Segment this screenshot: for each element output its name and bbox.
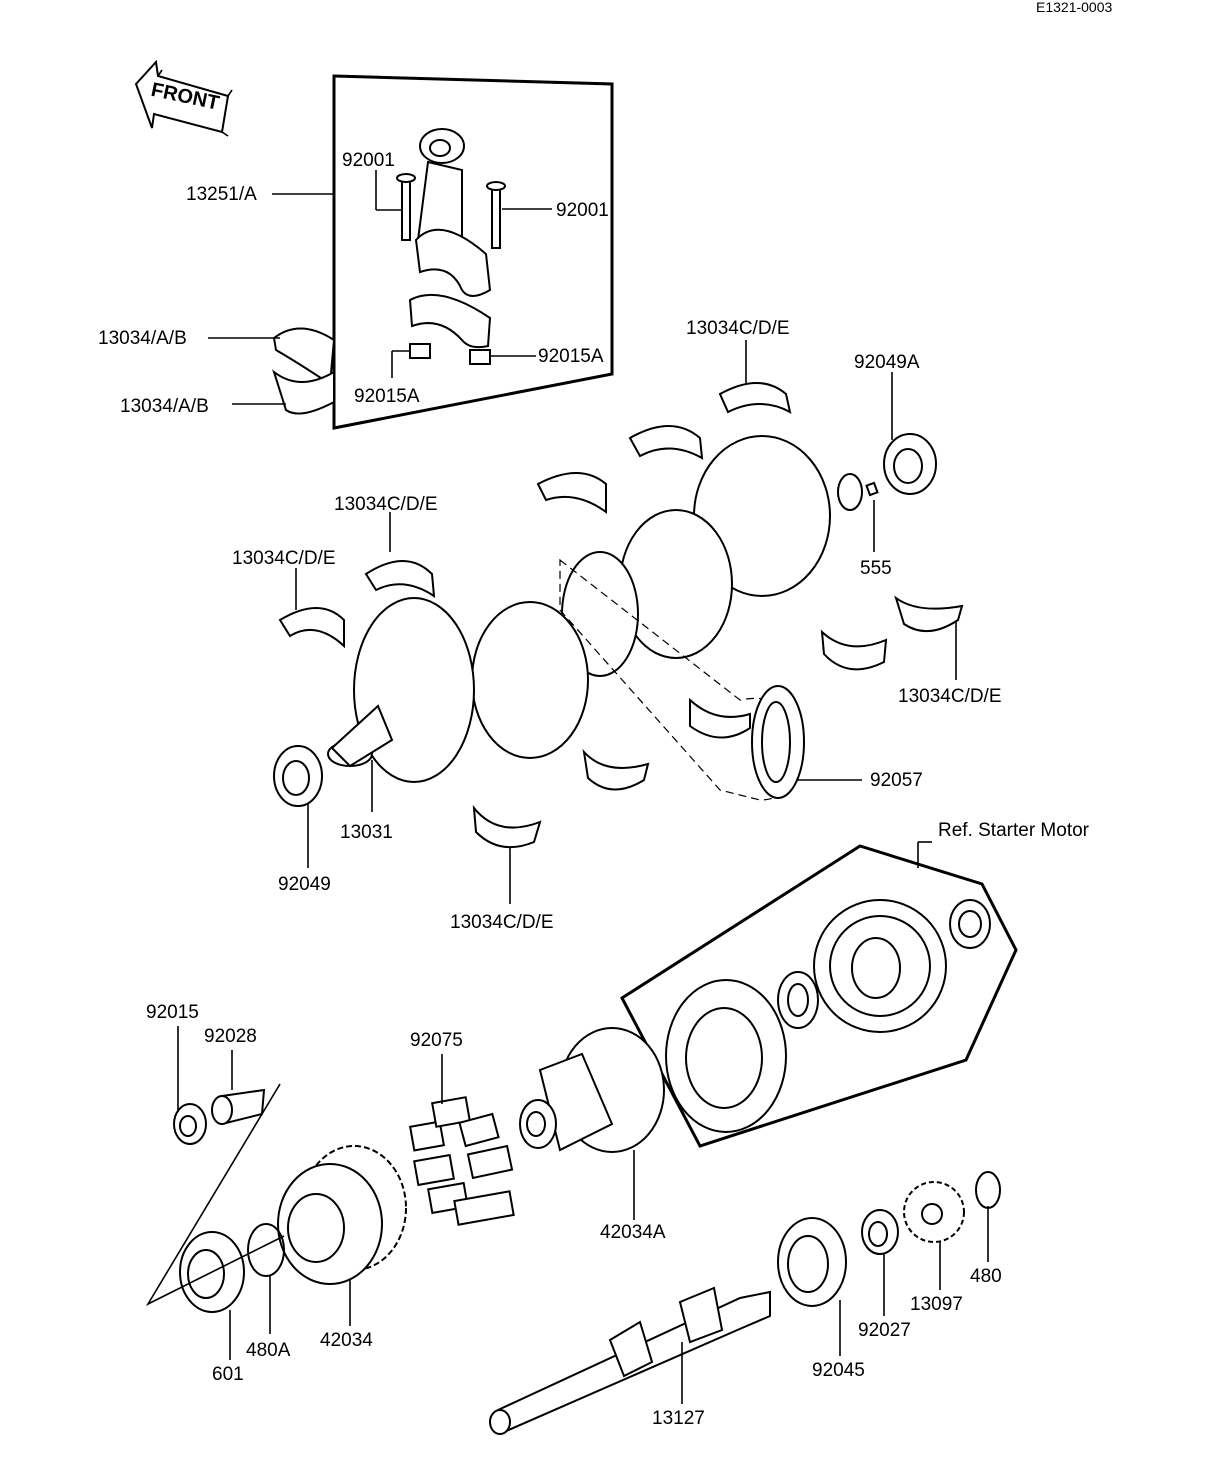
circlip-480 bbox=[975, 1171, 1001, 1209]
label-92049a: 92049A bbox=[854, 352, 920, 373]
shaft-13127 bbox=[489, 1286, 771, 1435]
label-92001-left: 92001 bbox=[342, 150, 395, 171]
part-labels: 13251/A 92001 92001 13034/A/B 13034/A/B … bbox=[98, 150, 1090, 1429]
label-480: 480 bbox=[970, 1266, 1002, 1287]
leader-lines-top bbox=[208, 170, 957, 904]
label-13251: 13251/A bbox=[186, 184, 257, 205]
label-42034a: 42034A bbox=[600, 1222, 666, 1243]
collar-92027 bbox=[861, 1209, 899, 1255]
cam-chain-part bbox=[559, 558, 805, 801]
label-13034ab-2: 13034/A/B bbox=[120, 396, 209, 417]
label-92049: 92049 bbox=[278, 874, 331, 895]
leader-lines-bottom bbox=[177, 841, 989, 1404]
label-13097: 13097 bbox=[910, 1294, 963, 1315]
label-ref-starter-motor: Ref. Starter Motor bbox=[938, 820, 1090, 841]
label-555: 555 bbox=[860, 558, 892, 579]
label-92015a-right: 92015A bbox=[538, 346, 604, 367]
label-92045: 92045 bbox=[812, 1360, 865, 1381]
main-bearing-shells bbox=[278, 382, 964, 849]
label-13034cde-top: 13034C/D/E bbox=[686, 318, 790, 339]
front-arrow-icon bbox=[134, 59, 233, 137]
collar-92028 bbox=[211, 1088, 266, 1126]
connecting-rod-box bbox=[332, 74, 614, 430]
drawing-code: E1321-0003 bbox=[1036, 0, 1113, 15]
label-92015a-left: 92015A bbox=[354, 386, 420, 407]
label-13034ab-1: 13034/A/B bbox=[98, 328, 187, 349]
connecting-rod-part bbox=[408, 128, 492, 349]
label-480a: 480A bbox=[246, 1340, 291, 1361]
label-13031: 13031 bbox=[340, 822, 393, 843]
rod-bearing-shells bbox=[272, 327, 336, 415]
assembly-guide-lines bbox=[145, 1083, 285, 1306]
output-gear-42034 bbox=[277, 1145, 407, 1285]
starter-clutch-parts bbox=[665, 899, 991, 1133]
starter-rollers bbox=[408, 1096, 515, 1226]
label-92028: 92028 bbox=[204, 1026, 257, 1047]
nut-92015 bbox=[173, 1103, 207, 1145]
circlip-480a bbox=[247, 1223, 285, 1277]
label-13034cde-left: 13034C/D/E bbox=[232, 548, 336, 569]
label-601: 601 bbox=[212, 1364, 244, 1385]
label-92057: 92057 bbox=[870, 770, 923, 791]
label-13034cde-bottom: 13034C/D/E bbox=[450, 912, 554, 933]
label-13034cde-mid: 13034C/D/E bbox=[334, 494, 438, 515]
label-13127: 13127 bbox=[652, 1408, 705, 1429]
label-92001-right: 92001 bbox=[556, 200, 609, 221]
crank-oil-seal-left bbox=[273, 745, 323, 807]
crankshaft-part bbox=[327, 433, 937, 783]
connecting-rod-bolts bbox=[396, 173, 506, 249]
gear-13097 bbox=[903, 1181, 965, 1243]
starter-motor-box bbox=[620, 844, 1018, 1148]
label-42034: 42034 bbox=[320, 1330, 373, 1351]
label-92015: 92015 bbox=[146, 1002, 199, 1023]
starter-clutch-hub bbox=[519, 1027, 665, 1153]
bearing-92045 bbox=[777, 1217, 847, 1307]
label-13034cde-right: 13034C/D/E bbox=[898, 686, 1002, 707]
label-92027: 92027 bbox=[858, 1320, 911, 1341]
label-92075: 92075 bbox=[410, 1030, 463, 1051]
